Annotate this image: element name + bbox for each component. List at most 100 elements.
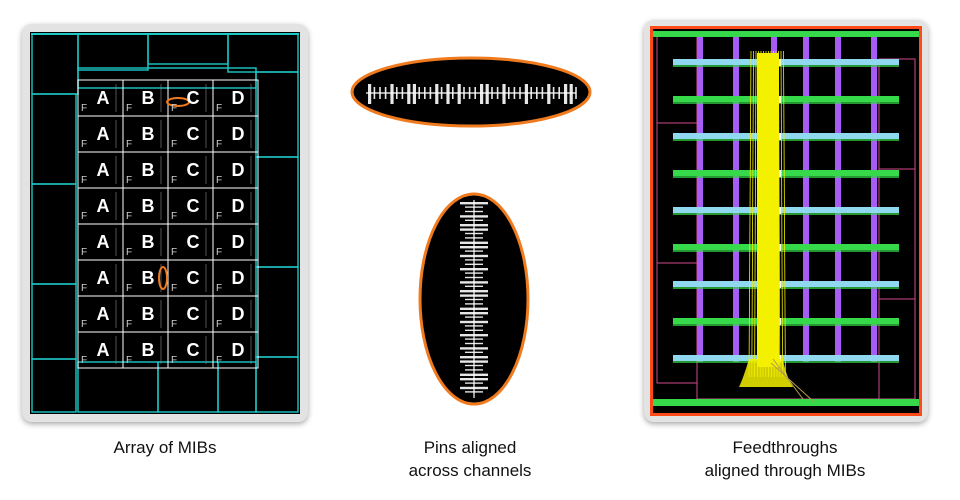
mib-array-svg xyxy=(31,33,299,413)
channel-strip xyxy=(653,31,919,37)
feedthrough-wire xyxy=(757,50,759,378)
caption-pins-aligned: Pins aligned across channels xyxy=(360,436,580,482)
feedthrough-wire xyxy=(780,50,784,378)
mib-cell-label: A xyxy=(96,304,110,324)
lens-outline xyxy=(350,56,592,128)
pin-marker-label: F xyxy=(171,175,178,186)
pin-marker-label: F xyxy=(81,355,88,366)
mib-cell-label: A xyxy=(96,340,110,360)
mib-cell-label: B xyxy=(141,160,155,180)
vertical-pin-zoom-icon xyxy=(418,192,530,406)
block-outline xyxy=(31,358,77,413)
mib-cell-label: A xyxy=(96,124,110,144)
channel-edge xyxy=(673,287,899,289)
vertical-channel xyxy=(803,37,809,362)
feedthrough-wire xyxy=(775,50,778,378)
mib-cell-label: C xyxy=(186,160,200,180)
mib-cell-label: C xyxy=(186,124,200,144)
pin-marker-label: F xyxy=(126,103,133,114)
pin-marker-label: F xyxy=(126,175,133,186)
pin-mark xyxy=(564,84,568,104)
pin-mark xyxy=(524,84,528,104)
top-rail xyxy=(31,33,299,35)
mib-cell-label: C xyxy=(186,232,200,252)
pin-marker-label: F xyxy=(216,283,223,294)
block-outline xyxy=(77,67,257,89)
pin-marker-label: F xyxy=(81,139,88,150)
feedthrough-wire xyxy=(773,50,775,378)
channel-edge xyxy=(673,65,899,67)
channel-edge xyxy=(673,213,899,215)
pin-marker-label: F xyxy=(171,103,178,114)
caption-array-of-mibs: Array of MIBs xyxy=(60,436,270,459)
mib-cell-label: C xyxy=(186,268,200,288)
feedthrough-wire xyxy=(762,50,764,378)
feedthrough-routing-layout-icon xyxy=(650,26,922,416)
pin-marker-label: F xyxy=(81,283,88,294)
block-outline xyxy=(77,33,149,71)
feedthrough-wire xyxy=(754,50,757,378)
feedthrough-panel xyxy=(644,20,928,422)
mib-cell-label: C xyxy=(186,196,200,216)
pin-marker-label: F xyxy=(171,211,178,222)
caption-line: across channels xyxy=(408,461,532,480)
block-outline xyxy=(255,356,299,413)
pin-marker-label: F xyxy=(126,139,133,150)
pin-marker-label: F xyxy=(81,319,88,330)
vertical-channel xyxy=(697,37,703,362)
pin-marker-label: F xyxy=(216,355,223,366)
pin-marker-label: F xyxy=(81,247,88,258)
pin-marker-label: F xyxy=(126,247,133,258)
block-outline xyxy=(656,32,698,124)
pin-mark xyxy=(368,84,372,104)
vertical-pin-lens xyxy=(418,192,530,406)
mib-cell-label: D xyxy=(231,124,245,144)
vertical-channel xyxy=(733,37,739,362)
vertical-channel xyxy=(835,37,841,362)
pin-marker-label: F xyxy=(171,355,178,366)
pin-marker-label: F xyxy=(216,247,223,258)
horizontal-channel xyxy=(673,318,899,324)
pin-marker-label: F xyxy=(126,283,133,294)
pin-mark xyxy=(547,84,551,104)
caption-feedthroughs: Feedthroughs aligned through MIBs xyxy=(680,436,890,482)
block-outline xyxy=(217,361,257,413)
block-outline xyxy=(255,266,299,358)
channel-strip xyxy=(653,399,919,406)
block-outline xyxy=(878,298,916,400)
mib-cell-label: B xyxy=(141,340,155,360)
horizontal-pin-lens xyxy=(350,56,592,128)
feedthrough-wire xyxy=(759,50,762,378)
caption-line: Array of MIBs xyxy=(113,438,217,457)
pin-marker-label: F xyxy=(216,211,223,222)
block-outline xyxy=(878,58,916,170)
pin-mark xyxy=(502,84,506,104)
mib-cell-label: D xyxy=(231,88,245,108)
horizontal-channel xyxy=(673,207,899,213)
mib-cell-label: B xyxy=(141,232,155,252)
pin-marker-label: F xyxy=(81,211,88,222)
horizontal-channel xyxy=(673,355,899,361)
channel-edge xyxy=(673,102,899,104)
horizontal-channel xyxy=(673,170,899,176)
channel-edge xyxy=(673,250,899,252)
mib-cell xyxy=(212,331,259,369)
block-outline xyxy=(147,33,229,65)
mib-cell-label: B xyxy=(141,88,155,108)
pin-marker-label: F xyxy=(216,319,223,330)
pin-mark xyxy=(412,84,416,104)
mib-cell-label: A xyxy=(96,88,110,108)
pin-marker-label: F xyxy=(126,355,133,366)
block-outline xyxy=(31,183,77,285)
feedthrough-tail xyxy=(770,358,814,402)
mib-cell-label: B xyxy=(141,268,155,288)
pin-marker-label: F xyxy=(216,139,223,150)
feedthrough-wire xyxy=(748,50,752,378)
pin-mark xyxy=(480,84,484,104)
horizontal-channel xyxy=(673,133,899,139)
block-outline xyxy=(31,93,77,185)
block-outline xyxy=(31,33,79,95)
horizontal-pin-zoom-icon xyxy=(350,56,592,128)
